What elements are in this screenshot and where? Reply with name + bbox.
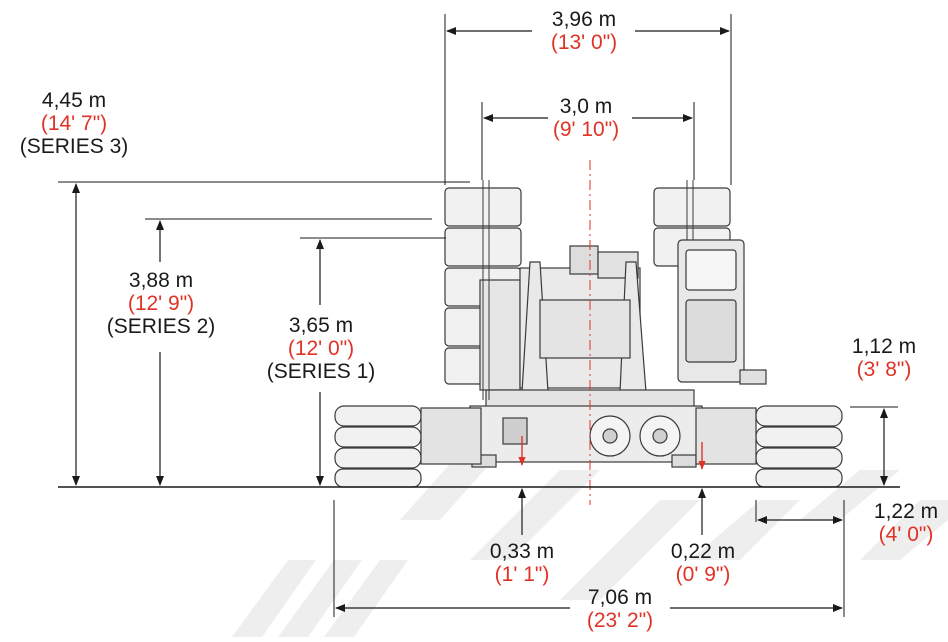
watermark-logo: [232, 430, 948, 637]
height-series2-imperial: (12' 9"): [127, 292, 195, 315]
height-series2-metric: 3,88 m: [128, 269, 194, 292]
height-series3-label: 4,45 m (14' 7") (SERIES 3): [4, 89, 144, 158]
ground-clearance-left-label: 0,33 m (1' 1"): [482, 540, 562, 586]
height-series3-imperial: (14' 7"): [40, 112, 108, 135]
height-series1-label: 3,65 m (12' 0") (SERIES 1): [256, 314, 386, 383]
track-height-label: 1,12 m (3' 8"): [848, 335, 920, 381]
ground-clearance-right-imperial: (0' 9"): [675, 563, 731, 586]
cab-width-imperial: (9' 10"): [552, 118, 620, 141]
height-series1-metric: 3,65 m: [288, 314, 354, 337]
height-series1-series: (SERIES 1): [266, 360, 376, 383]
track-width-label: 1,22 m (4' 0"): [866, 500, 946, 546]
ground-clearance-left-metric: 0,33 m: [489, 540, 555, 563]
ground-clearance-right-metric: 0,22 m: [670, 540, 736, 563]
overall-width-label: 3,96 m (13' 0"): [536, 8, 632, 54]
track-height-imperial: (3' 8"): [856, 358, 912, 381]
height-series2-series: (SERIES 2): [106, 315, 216, 338]
dimension-lines: [72, 27, 888, 612]
overall-track-span-imperial: (23' 2"): [586, 609, 654, 632]
ground-clearance-left-imperial: (1' 1"): [494, 563, 550, 586]
height-series2-label: 3,88 m (12' 9") (SERIES 2): [96, 269, 226, 338]
mast-lines: [482, 180, 694, 400]
overall-track-span-metric: 7,06 m: [587, 586, 653, 609]
overall-width-metric: 3,96 m: [551, 8, 617, 31]
track-height-metric: 1,12 m: [851, 335, 917, 358]
ground-clearance-right-label: 0,22 m (0' 9"): [660, 540, 746, 586]
track-width-imperial: (4' 0"): [878, 523, 934, 546]
extension-lines: [58, 14, 898, 617]
cab-width-label: 3,0 m (9' 10"): [540, 95, 632, 141]
crane-front-view: [334, 187, 843, 488]
cab-width-metric: 3,0 m: [559, 95, 613, 118]
overall-width-imperial: (13' 0"): [550, 31, 618, 54]
height-series1-imperial: (12' 0"): [287, 337, 355, 360]
track-width-metric: 1,22 m: [873, 500, 939, 523]
height-series3-metric: 4,45 m: [41, 89, 107, 112]
height-series3-series: (SERIES 3): [19, 135, 129, 158]
overall-track-span-label: 7,06 m (23' 2"): [568, 586, 672, 632]
clearance-arrows: [518, 436, 706, 470]
